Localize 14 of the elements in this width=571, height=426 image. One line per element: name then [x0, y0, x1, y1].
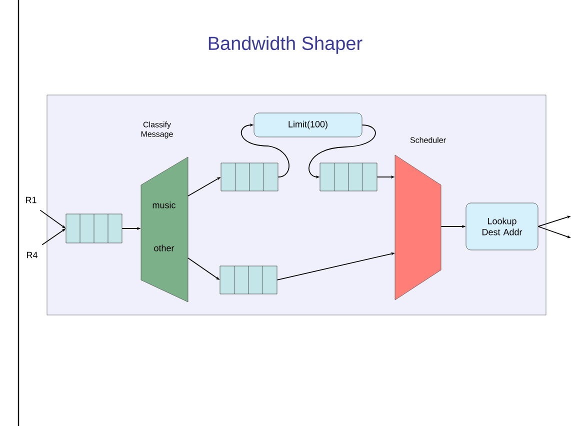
classifier-trapezoid: Classify Message music other	[140, 122, 188, 302]
queue	[320, 162, 378, 192]
node-label: Scheduler	[410, 137, 446, 143]
title: Bandwidth Shaper	[208, 36, 362, 54]
arrow	[240, 123, 290, 178]
queue	[220, 162, 278, 192]
queue	[66, 214, 122, 244]
process-box: Limit(100)	[254, 112, 362, 138]
process-box: Lookup Dest Addr	[466, 202, 538, 250]
input-label: R4	[27, 252, 38, 258]
input-label: R1	[26, 196, 36, 204]
node-label: Classify Message	[141, 122, 173, 138]
queue	[220, 266, 278, 294]
scheduler-trapezoid: Scheduler	[394, 137, 446, 300]
